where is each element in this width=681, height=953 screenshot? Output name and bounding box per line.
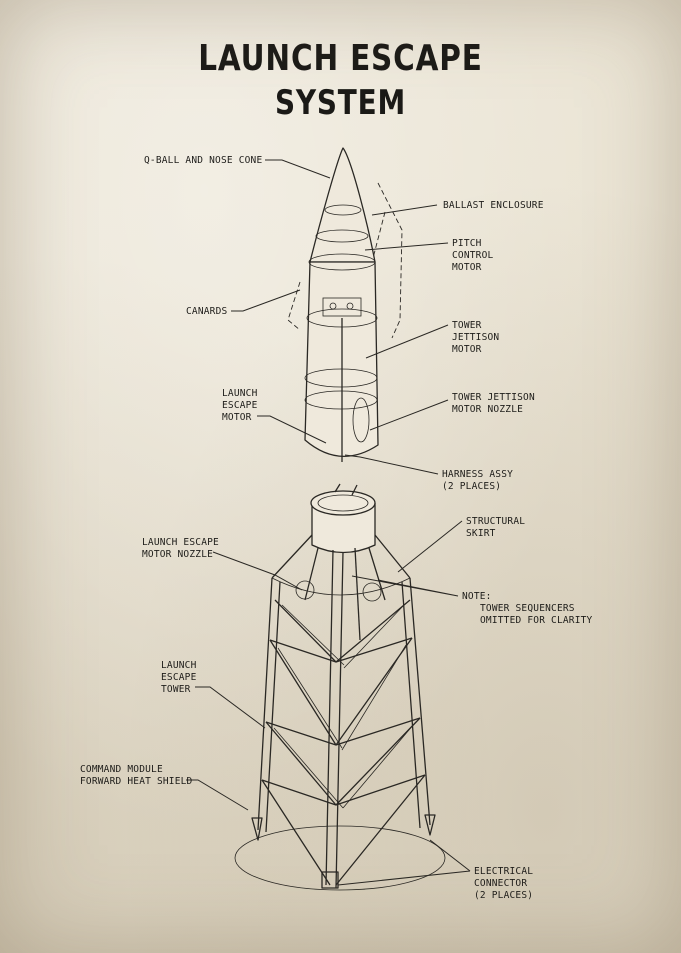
- jettison-nozzle: [352, 397, 370, 443]
- leader-launch-escape-motor: [257, 415, 327, 444]
- label-cm-1: COMMAND MODULE: [80, 764, 163, 775]
- canard-outline-left: [287, 281, 301, 331]
- ballast-outline: [377, 182, 403, 339]
- label-connector-2: CONNECTOR: [474, 878, 527, 889]
- leader-canards: [231, 289, 301, 312]
- tower-leg-left: [257, 577, 281, 833]
- label-pitch-1: PITCH: [452, 238, 482, 249]
- leader-harness: [344, 454, 439, 475]
- skirt-nozzle-right: [362, 582, 382, 602]
- label-tj-nozzle-1: TOWER JETTISON: [452, 392, 535, 403]
- label-tj-motor-1: TOWER: [452, 320, 482, 331]
- tower-leg-front: [325, 549, 344, 889]
- body-ring-3: [304, 368, 378, 388]
- body-ring-4: [304, 390, 378, 410]
- tower-leg-right: [401, 577, 431, 829]
- foot-left: [251, 817, 263, 841]
- leader-motor-nozzle: [212, 551, 303, 591]
- leader-pitch: [364, 242, 449, 251]
- label-tj-motor-3: MOTOR: [452, 344, 482, 355]
- label-qball: Q-BALL AND NOSE CONE: [144, 155, 262, 166]
- leader-tower-jettison-motor: [365, 324, 449, 359]
- skirt-cone: [271, 534, 411, 601]
- leader-lines: [186, 159, 471, 886]
- leader-qball: [265, 159, 331, 179]
- body-ring-1: [308, 253, 376, 271]
- label-cm-2: FORWARD HEAT SHIELD: [80, 776, 193, 787]
- tower-cross-bracing-inner: [273, 604, 415, 809]
- label-motor-nozzle-1: LAUNCH ESCAPE: [142, 537, 219, 548]
- label-tj-motor-2: JETTISON: [452, 332, 499, 343]
- label-note-1: NOTE:: [462, 591, 492, 602]
- label-pitch-3: MOTOR: [452, 262, 482, 273]
- pitch-motor-box: [322, 297, 362, 317]
- skirt-nozzle-left: [295, 580, 315, 600]
- label-ballast: BALLAST ENCLOSURE: [443, 200, 544, 211]
- qball-ring: [324, 204, 362, 216]
- upper-assembly: [287, 147, 403, 462]
- cone-ring: [315, 229, 369, 243]
- leader-jettison-nozzle: [369, 399, 449, 431]
- skirt-tabs: [334, 483, 358, 496]
- leader-ballast: [371, 204, 438, 216]
- tower-cross-bracing: [261, 599, 426, 886]
- label-skirt-1: STRUCTURAL: [466, 516, 525, 527]
- label-harness-2: (2 PLACES): [442, 481, 501, 492]
- label-tower-3: TOWER: [161, 684, 191, 695]
- label-le-motor-1: LAUNCH: [222, 388, 258, 399]
- canard-outline-right: [371, 211, 386, 263]
- leader-connector: [337, 839, 471, 886]
- label-le-motor-2: ESCAPE: [222, 400, 258, 411]
- skirt-base-ring: [271, 577, 411, 596]
- heat-shield-outline: [234, 825, 446, 891]
- label-skirt-2: SKIRT: [466, 528, 496, 539]
- label-harness-1: HARNESS ASSY: [442, 469, 513, 480]
- leader-note: [351, 575, 459, 597]
- label-motor-nozzle-2: MOTOR NOZZLE: [142, 549, 213, 560]
- electrical-connector: [321, 871, 339, 889]
- tower-leg-back: [354, 547, 361, 641]
- label-note-2: TOWER SEQUENCERS: [480, 603, 575, 614]
- skirt-inner-ring: [317, 494, 369, 512]
- labels: Q-BALL AND NOSE CONE BALLAST ENCLOSURE P…: [80, 155, 593, 901]
- foot-right: [424, 814, 436, 836]
- title-line-1: LAUNCH ESCAPE: [198, 38, 483, 79]
- label-tj-nozzle-2: MOTOR NOZZLE: [452, 404, 523, 415]
- pitch-detail-1: [329, 302, 337, 310]
- label-connector-3: (2 PLACES): [474, 890, 533, 901]
- leader-tower: [195, 686, 266, 729]
- label-note-3: OMITTED FOR CLARITY: [480, 615, 593, 626]
- tower-frame-1: [265, 717, 421, 746]
- label-tower-2: ESCAPE: [161, 672, 197, 683]
- tower-frame-2: [261, 774, 426, 806]
- label-canards: CANARDS: [186, 306, 228, 317]
- leader-heat-shield: [186, 779, 249, 811]
- leader-skirt: [397, 520, 463, 573]
- label-connector-1: ELECTRICAL: [474, 866, 533, 877]
- label-pitch-2: CONTROL: [452, 250, 494, 261]
- lower-assembly: [234, 483, 446, 891]
- pitch-detail-2: [346, 302, 354, 310]
- title-line-2: SYSTEM: [274, 83, 407, 123]
- label-le-motor-3: MOTOR: [222, 412, 252, 423]
- label-tower-1: LAUNCH: [161, 660, 197, 671]
